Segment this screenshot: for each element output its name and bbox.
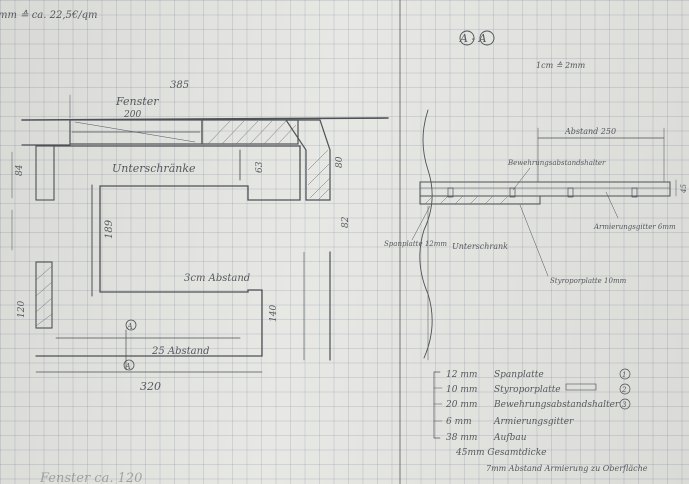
- label-25-abstand: 25 Abstand: [151, 346, 209, 357]
- section-title: A - A: [459, 32, 487, 45]
- layer-legend: [433, 368, 631, 439]
- scale-note: mm ≙ ca. 22,5€/qm: [0, 9, 98, 21]
- legend-row-2-marker: 2: [621, 386, 627, 394]
- section-marker-bottom: A: [124, 362, 131, 371]
- label-fenster-200: 200: [123, 110, 141, 120]
- section-labels: A - A 1cm ≙ 2mm Abstand 250 Bewehrungsab…: [384, 32, 688, 285]
- paper-edge: [399, 0, 401, 484]
- legend-total: 45mm Gesamtdicke: [455, 448, 547, 458]
- label-bottom-note: Fenster ca. 120: [39, 471, 142, 484]
- legend-row-3-marker: 3: [622, 401, 627, 409]
- legend-row-5-value: 38 mm: [446, 433, 477, 443]
- label-84: 84: [15, 164, 25, 176]
- label-bewehrung: Bewehrungsabstandshalter: [507, 159, 606, 167]
- section-scale: 1cm ≙ 2mm: [536, 61, 586, 70]
- legend-row-1-label: Spanplatte: [494, 370, 544, 380]
- label-189: 189: [104, 219, 115, 239]
- label-120: 120: [17, 301, 27, 318]
- label-unterschrank: Unterschrank: [452, 242, 508, 251]
- legend-row-3-label: Bewehrungsabstandshalter: [493, 400, 620, 410]
- label-140: 140: [269, 305, 279, 322]
- label-320: 320: [140, 380, 161, 393]
- legend-row-5-label: Aufbau: [493, 433, 527, 443]
- label-fenster: Fenster: [115, 95, 159, 108]
- legend-row-2-value: 10 mm: [446, 385, 477, 395]
- label-80: 80: [335, 156, 345, 168]
- label-styropor: Styroporplatte 10mm: [550, 277, 627, 285]
- label-82: 82: [341, 216, 351, 228]
- legend-note: 7mm Abstand Armierung zu Oberfläche: [486, 464, 648, 473]
- label-armierung: Armierungsgitter 6mm: [593, 223, 676, 231]
- legend-row-4-value: 6 mm: [446, 417, 472, 427]
- cross-section: [411, 30, 677, 361]
- legend-row-1-value: 12 mm: [446, 370, 477, 380]
- legend-row-1-marker: 1: [622, 371, 626, 379]
- label-abstand-250: Abstand 250: [564, 127, 616, 136]
- plan-labels: mm ≙ ca. 22,5€/qm 385 Fenster 200 Unters…: [0, 9, 351, 484]
- label-unterschraenke: Unterschränke: [112, 162, 196, 175]
- floor-plan: [11, 94, 389, 373]
- label-45: 45: [680, 184, 688, 194]
- legend-row-4-label: Armierungsgitter: [493, 417, 574, 427]
- label-385: 385: [170, 80, 189, 91]
- label-63: 63: [255, 161, 265, 173]
- label-spanplatte: Spanplatte 12mm: [384, 240, 447, 248]
- label-3cm-abstand: 3cm Abstand: [184, 273, 250, 284]
- legend-text: 12 mm Spanplatte 1 10 mm Styroporplatte …: [445, 370, 648, 473]
- legend-row-3-value: 20 mm: [445, 400, 477, 410]
- legend-row-2-label: Styroporplatte: [494, 385, 561, 395]
- section-marker-top: A: [126, 322, 133, 331]
